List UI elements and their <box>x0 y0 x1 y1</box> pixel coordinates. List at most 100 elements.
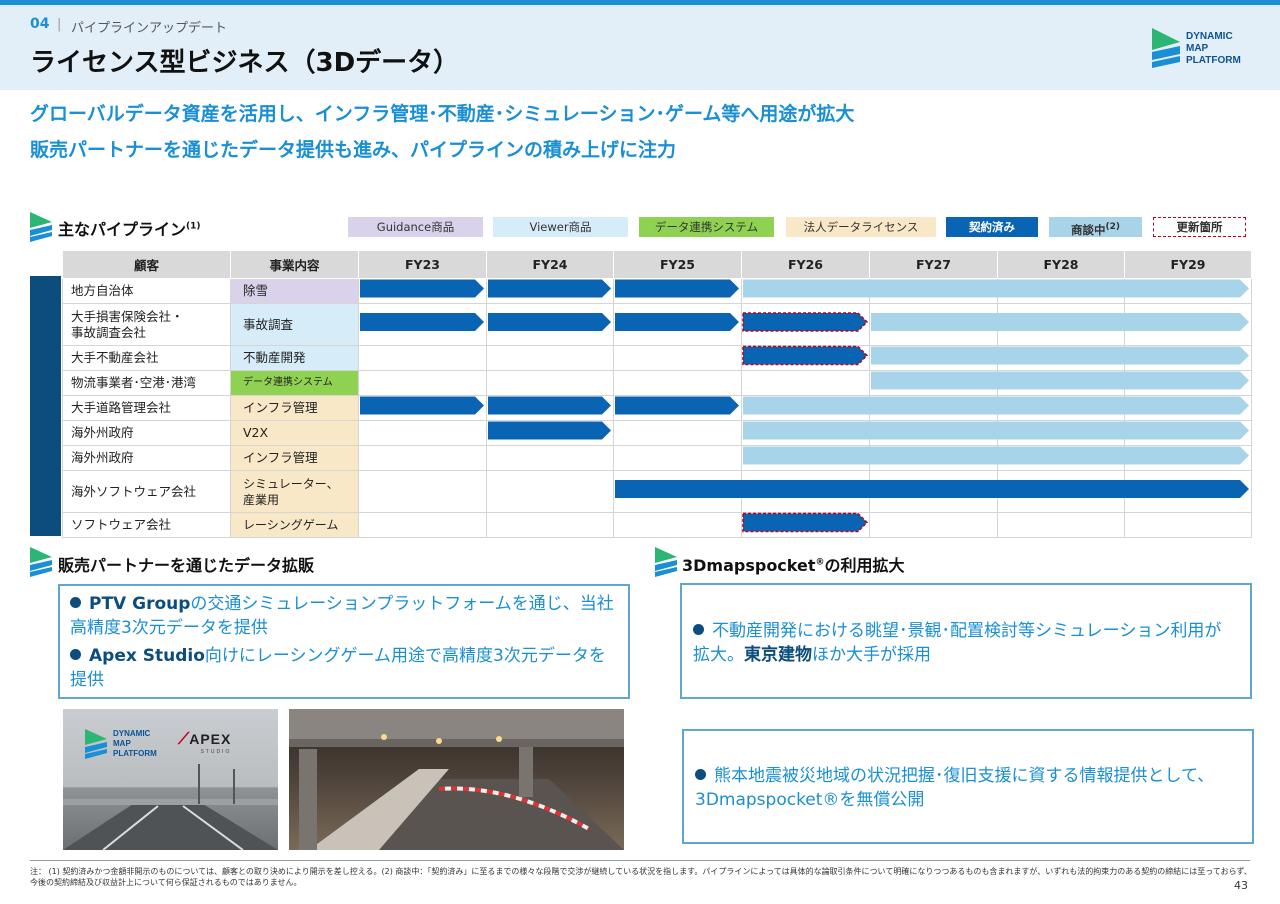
year-cell <box>997 278 1125 304</box>
business-cell: 除雪 <box>230 278 359 304</box>
year-cell <box>741 395 870 421</box>
year-cell <box>869 512 998 538</box>
table-row: ソフトウェア会社レーシングゲーム <box>62 512 1252 538</box>
legend-datalink: データ連携システム <box>639 217 774 237</box>
mapspocket-box-1 <box>680 583 1252 699</box>
year-cell <box>358 370 487 396</box>
table-side-band <box>30 276 61 536</box>
year-cell <box>741 470 870 513</box>
logo-mark-icon <box>1152 28 1180 68</box>
bullet-dot <box>70 597 81 608</box>
section-label: パイプラインアップデート <box>71 21 228 36</box>
sales-partner-bullet: Apex Studio向けにレーシングゲーム用途で高精度3次元データを提供 <box>70 646 606 690</box>
top-accent-bar <box>0 0 1280 5</box>
apex-mark-icon: ⟋ <box>178 731 190 748</box>
pipeline-table: 顧客 事業内容 FY23 FY24 FY25 FY26 FY27 FY28 FY… <box>62 250 1252 538</box>
year-cell <box>1124 512 1252 538</box>
year-cell <box>997 445 1125 471</box>
year-cell <box>741 420 870 446</box>
section-mark-icon <box>30 212 52 242</box>
mapspocket-box-2 <box>682 729 1254 844</box>
legend-viewer: Viewer商品 <box>493 217 628 237</box>
sales-partner-heading: 販売パートナーを通じたデータ拡販 <box>58 556 315 575</box>
customer-cell: 地方自治体 <box>62 278 231 304</box>
business-cell: レーシングゲーム <box>230 512 359 538</box>
logo-text-line: DYNAMIC <box>113 729 151 738</box>
logo-text-line: PLATFORM <box>1186 55 1241 66</box>
year-cell <box>741 303 870 346</box>
col-header-year: FY23 <box>358 250 487 279</box>
logo-text-line: DYNAMIC <box>1186 31 1233 42</box>
mapspocket-bullet-2: 熊本地震被災地域の状況把握･復旧支援に資する情報提供として、3Dmapspock… <box>695 766 1215 810</box>
col-header-business: 事業内容 <box>230 250 359 279</box>
col-header-year: FY26 <box>741 250 870 279</box>
year-cell <box>613 512 742 538</box>
business-cell: データ連携システム <box>230 370 359 396</box>
col-header-year: FY24 <box>486 250 614 279</box>
table-row: 大手道路管理会社インフラ管理 <box>62 395 1252 421</box>
year-cell <box>486 420 614 446</box>
mapspocket-bullet-1: 不動産開発における眺望･景観･配置検討等シミュレーション利用が拡大。東京建物ほか… <box>693 621 1222 665</box>
year-cell <box>358 278 487 304</box>
table-row: 物流事業者･空港･港湾データ連携システム <box>62 370 1252 396</box>
year-cell <box>997 470 1125 513</box>
section-separator: | <box>57 17 62 32</box>
business-cell: V2X <box>230 420 359 446</box>
year-cell <box>1124 278 1252 304</box>
mapspocket-heading: 3Dmapspocket®の利用拡大 <box>682 556 905 575</box>
year-cell <box>1124 395 1252 421</box>
section-mark-icon <box>655 547 677 577</box>
year-cell <box>613 370 742 396</box>
year-cell <box>613 278 742 304</box>
col-header-year: FY28 <box>997 250 1125 279</box>
sales-partner-bullet: PTV Groupの交通シミュレーションプラットフォームを通じ、当社高精度3次元… <box>70 594 614 638</box>
sales-partner-box <box>58 584 630 699</box>
year-cell <box>1124 420 1252 446</box>
logo-text-line: PLATFORM <box>113 749 157 758</box>
customer-cell: 大手損害保険会社・ 事故調査会社 <box>62 303 231 346</box>
header-band <box>0 5 1280 90</box>
year-cell <box>741 278 870 304</box>
year-cell <box>869 303 998 346</box>
year-cell <box>358 445 487 471</box>
year-cell <box>869 395 998 421</box>
business-cell: インフラ管理 <box>230 445 359 471</box>
year-cell <box>741 445 870 471</box>
year-cell <box>486 303 614 346</box>
year-cell <box>613 303 742 346</box>
table-row: 地方自治体除雪 <box>62 278 1252 304</box>
col-header-year: FY25 <box>613 250 742 279</box>
bullet-dot <box>693 624 704 635</box>
lead-line-2: 販売パートナーを通じたデータ提供も進み、パイプラインの積み上げに注力 <box>30 139 677 161</box>
year-cell <box>997 345 1125 371</box>
legend-negotiating: 商談中(2) <box>1049 217 1142 237</box>
table-row: 海外ソフトウェア会社シミュレーター、 産業用 <box>62 470 1252 513</box>
col-header-year: FY27 <box>869 250 998 279</box>
business-cell: 事故調査 <box>230 303 359 346</box>
logo-text-line: MAP <box>113 739 131 748</box>
logo-text-line: MAP <box>1186 43 1209 54</box>
business-cell: シミュレーター、 産業用 <box>230 470 359 513</box>
year-cell <box>486 370 614 396</box>
section-mark-icon <box>30 547 52 577</box>
customer-cell: 海外州政府 <box>62 420 231 446</box>
customer-cell: ソフトウェア会社 <box>62 512 231 538</box>
year-cell <box>1124 445 1252 471</box>
year-cell <box>613 420 742 446</box>
logo-mark-icon <box>85 729 107 759</box>
year-cell <box>358 512 487 538</box>
year-cell <box>1124 345 1252 371</box>
legend-contracted: 契約済み <box>946 217 1038 237</box>
year-cell <box>1124 470 1252 513</box>
year-cell <box>486 278 614 304</box>
year-cell <box>741 345 870 371</box>
year-cell <box>997 370 1125 396</box>
year-cell <box>997 512 1125 538</box>
year-cell <box>869 345 998 371</box>
year-cell <box>997 420 1125 446</box>
section-number: 04 <box>30 16 50 32</box>
year-cell <box>486 512 614 538</box>
business-cell: インフラ管理 <box>230 395 359 421</box>
year-cell <box>486 470 614 513</box>
year-cell <box>613 345 742 371</box>
